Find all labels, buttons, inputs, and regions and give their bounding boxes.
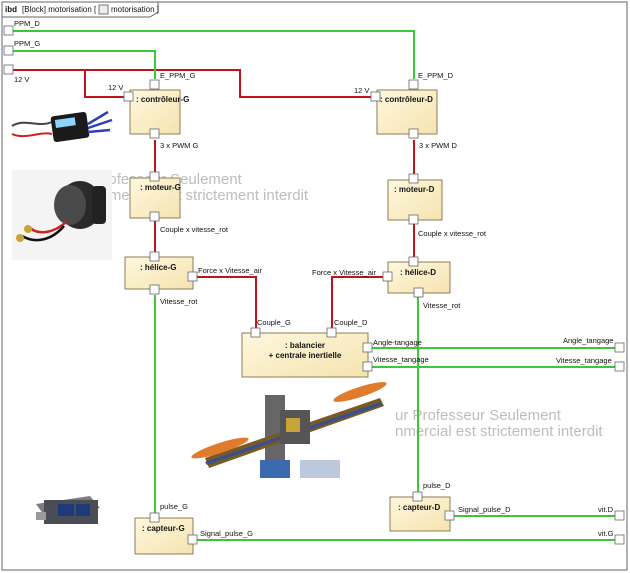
port-helice-d-in[interactable]: [408, 256, 419, 267]
port-couple-g[interactable]: [250, 327, 261, 338]
sensor-photo: [36, 496, 100, 524]
label-angle-tangage: Angle_tangage: [563, 336, 613, 345]
label-e-ppm-g: E_PPM_G: [160, 71, 196, 80]
label-force-g: Force x Vitesse_air: [198, 266, 263, 275]
port-vit-d[interactable]: [614, 510, 625, 521]
force-d-line: [331, 276, 388, 333]
label-e-ppm-d: E_PPM_D: [418, 71, 454, 80]
block-capteur-g[interactable]: : capteur-G: [134, 517, 194, 555]
port-ppm-d[interactable]: [3, 25, 14, 36]
block-controleur-d[interactable]: : contrôleur-D: [376, 89, 438, 135]
label-vit-d: vit.D: [598, 505, 614, 514]
label-vitesse-out: Vitesse_tangage: [373, 355, 429, 364]
block-controleur-d-label: : contrôleur-D: [380, 95, 433, 104]
frame-header-name: motorisation ]: [111, 5, 159, 14]
label-couple-d: Couple x vitesse_rot: [418, 229, 487, 238]
port-12v-g[interactable]: [123, 91, 134, 102]
port-ppm-g[interactable]: [3, 45, 14, 56]
watermark-2a: ur Professeur Seulement: [395, 407, 562, 424]
watermark-1b: ...nmercial est strictement interdit: [88, 187, 309, 204]
label-force-d: Force x Vitesse_air: [312, 268, 377, 277]
ports: [3, 25, 625, 545]
block-capteur-g-label: : capteur-G: [142, 524, 185, 533]
ppm-d-line: [10, 30, 415, 79]
block-capteur-d-label: : capteur-D: [398, 503, 440, 512]
port-helice-d-vitrot[interactable]: [413, 287, 424, 298]
port-helice-d-force[interactable]: [382, 271, 393, 282]
port-vit-g[interactable]: [614, 534, 625, 545]
port-pwm-g-out[interactable]: [149, 128, 160, 139]
label-12v: 12 V: [14, 75, 29, 84]
label-pwm-d: 3 x PWM D: [419, 141, 458, 150]
port-e-ppm-g[interactable]: [149, 79, 160, 90]
label-couple-g: Couple x vitesse_rot: [160, 225, 229, 234]
port-12v[interactable]: [3, 64, 14, 75]
frame-kind: ibd: [5, 5, 17, 14]
port-moteur-d-in[interactable]: [408, 173, 419, 184]
port-12v-d[interactable]: [370, 91, 381, 102]
label-12v-g: 12 V: [108, 83, 123, 92]
port-helice-g-vitrot[interactable]: [149, 284, 160, 295]
block-icon: [98, 4, 109, 15]
label-pwm-g: 3 x PWM G: [160, 141, 199, 150]
power-line-12v-g: [84, 70, 130, 98]
block-controleur-g-label: : contrôleur-G: [136, 95, 189, 104]
balancier-photo: [191, 382, 387, 478]
port-helice-g-force[interactable]: [187, 271, 198, 282]
port-couple-d[interactable]: [326, 327, 337, 338]
label-angle-out: Angle-tangage: [373, 338, 422, 347]
port-moteur-d-out[interactable]: [408, 214, 419, 225]
block-balancier-label-2: + centrale inertielle: [269, 351, 342, 360]
esc-photo: [11, 110, 113, 142]
ppm-g-line: [10, 50, 156, 79]
label-ppm-g: PPM_G: [14, 39, 40, 48]
block-moteur-d[interactable]: : moteur-D: [387, 179, 443, 221]
label-pulse-g: pulse_G: [160, 502, 188, 511]
port-pwm-d-out[interactable]: [408, 128, 419, 139]
port-angle-tangage[interactable]: [614, 342, 625, 353]
block-controleur-g[interactable]: : contrôleur-G: [129, 89, 189, 135]
frame-header-text: [Block] motorisation [: [22, 5, 97, 14]
block-helice-g-label: : hélice-G: [140, 263, 176, 272]
block-helice-d-label: : hélice-D: [400, 268, 436, 277]
block-capteur-d[interactable]: : capteur-D: [389, 496, 451, 532]
label-vit-g: vit.G: [598, 529, 614, 538]
force-g-line: [195, 276, 257, 333]
signal-lines: [10, 30, 620, 541]
label-couple-g-in: Couple_G: [257, 318, 291, 327]
block-balancier-label-1: : balancier: [285, 341, 325, 350]
label-vitesse-tangage: Vitesse_tangage: [556, 356, 612, 365]
port-e-ppm-d[interactable]: [408, 79, 419, 90]
port-helice-g-in[interactable]: [149, 251, 160, 262]
port-moteur-g-in[interactable]: [149, 171, 160, 182]
label-signal-d: Signal_pulse_D: [458, 505, 511, 514]
label-signal-g: Signal_pulse_G: [200, 529, 253, 538]
block-moteur-g[interactable]: : moteur-G: [129, 177, 181, 219]
block-balancier[interactable]: : balancier + centrale inertielle: [241, 332, 369, 378]
block-moteur-d-label: : moteur-D: [394, 185, 435, 194]
port-capteur-g-out[interactable]: [187, 534, 198, 545]
label-pulse-d: pulse_D: [423, 481, 451, 490]
motor-photo: [12, 170, 112, 260]
block-moteur-g-label: : moteur-G: [140, 183, 181, 192]
label-couple-d-in: Couple_D: [334, 318, 368, 327]
port-capteur-g-in[interactable]: [149, 512, 160, 523]
frame-header: [1, 1, 159, 18]
port-angle-out[interactable]: [362, 342, 373, 353]
port-moteur-g-out[interactable]: [149, 211, 160, 222]
port-capteur-d-in[interactable]: [412, 491, 423, 502]
label-vitrot-d: Vitesse_rot: [423, 301, 461, 310]
label-12v-d: 12 V: [354, 86, 369, 95]
label-vitrot-g: Vitesse_rot: [160, 297, 198, 306]
port-capteur-d-out[interactable]: [444, 510, 455, 521]
block-helice-g[interactable]: : hélice-G: [124, 256, 194, 290]
port-vitesse-tangage[interactable]: [614, 361, 625, 372]
watermark-2b: nmercial est strictement interdit: [395, 423, 603, 440]
port-vitesse-out[interactable]: [362, 361, 373, 372]
label-ppm-d: PPM_D: [14, 19, 40, 28]
